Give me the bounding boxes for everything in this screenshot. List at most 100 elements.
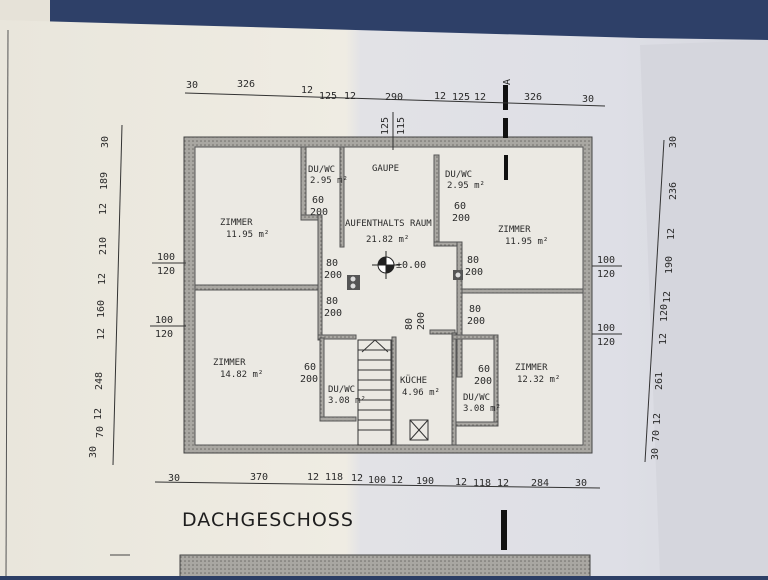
dim-label: 12 bbox=[434, 91, 446, 102]
dim-label: 12 bbox=[474, 92, 486, 103]
room-labels: ZIMMER 11.95 m² DU/WC 2.95 m² AUFENTHALT… bbox=[213, 164, 560, 414]
dim-label: 200 bbox=[467, 316, 485, 327]
dim-label: 160 bbox=[96, 300, 107, 318]
dim-label: 190 bbox=[664, 256, 675, 274]
section-line-a bbox=[501, 85, 508, 550]
room-name: DU/WC bbox=[463, 393, 490, 403]
staircase bbox=[357, 339, 392, 446]
room-area: 14.82 m² bbox=[220, 370, 263, 380]
room-name: ZIMMER bbox=[213, 358, 246, 368]
dim-label: 190 bbox=[416, 476, 434, 487]
lower-floor-plan-partial bbox=[110, 554, 591, 580]
dim-label: 290 bbox=[385, 92, 403, 103]
dim-label: 12 bbox=[497, 478, 509, 489]
dim-label: 200 bbox=[324, 308, 342, 319]
dim-label: 80 bbox=[467, 255, 479, 266]
dim-label: 200 bbox=[452, 213, 470, 224]
dim-label: 200 bbox=[474, 376, 492, 387]
dim-label: 370 bbox=[250, 472, 268, 483]
dim-label: 115 bbox=[396, 117, 407, 135]
room-name: AUFENTHALTS RAUM bbox=[345, 219, 432, 229]
level-label: ±0.00 bbox=[396, 260, 426, 271]
page-border-line bbox=[5, 29, 9, 577]
room-area: 3.08 m² bbox=[463, 404, 501, 414]
dim-label: 12 bbox=[351, 473, 363, 484]
room-area: 11.95 m² bbox=[226, 230, 269, 240]
dim-label: 326 bbox=[237, 79, 255, 90]
dim-label: 210 bbox=[98, 237, 109, 255]
dim-label: 12 bbox=[391, 475, 403, 486]
dim-label: 100 bbox=[157, 252, 175, 263]
dimension-chain-bottom: 30 370 12 118 12 100 12 190 12 118 12 28… bbox=[154, 472, 601, 489]
dim-label: 120 bbox=[157, 266, 175, 277]
dim-label: 200 bbox=[416, 312, 427, 330]
drawing-title: DACHGESCHOSS bbox=[182, 509, 354, 531]
dim-label: 125 bbox=[452, 92, 470, 103]
dim-label: 284 bbox=[531, 478, 549, 489]
dim-label: 261 bbox=[654, 372, 665, 390]
dim-label: 118 bbox=[325, 472, 343, 483]
dim-label: 30 bbox=[575, 478, 587, 489]
dim-label: 125 bbox=[319, 91, 337, 102]
dim-label: 12 bbox=[666, 228, 677, 240]
room-area: 2.95 m² bbox=[310, 176, 348, 186]
dim-label: 60 bbox=[304, 362, 316, 373]
dim-label: 12 bbox=[455, 477, 467, 488]
dim-label: 60 bbox=[312, 195, 324, 206]
room-name: KÜCHE bbox=[400, 375, 427, 386]
dim-label: 200 bbox=[465, 267, 483, 278]
room-name: DU/WC bbox=[445, 170, 472, 180]
room-area: 21.82 m² bbox=[366, 235, 409, 245]
dim-label: 30 bbox=[582, 94, 594, 105]
dim-label: 326 bbox=[524, 92, 542, 103]
dim-label: 30 bbox=[650, 448, 661, 460]
dim-label: 12 bbox=[344, 91, 356, 102]
room-area: 12.32 m² bbox=[517, 375, 560, 385]
paper-fold bbox=[640, 40, 768, 576]
dim-label: 12 bbox=[98, 203, 109, 215]
paper-corner bbox=[0, 0, 50, 22]
dim-label: 12 bbox=[301, 85, 313, 96]
dim-label: 30 bbox=[168, 473, 180, 484]
dim-label: 12 bbox=[96, 328, 107, 340]
dim-label: 120 bbox=[597, 337, 615, 348]
outer-walls bbox=[183, 136, 593, 454]
dim-label: 30 bbox=[668, 136, 679, 148]
level-marker-icon bbox=[372, 251, 400, 279]
room-name: DU/WC bbox=[308, 165, 335, 175]
dim-label: 100 bbox=[597, 255, 615, 266]
dim-label: 120 bbox=[597, 269, 615, 280]
dim-label: 60 bbox=[478, 364, 490, 375]
dim-label: 12 bbox=[93, 408, 104, 420]
dim-label: 30 bbox=[100, 136, 111, 148]
dim-label: 100 bbox=[368, 475, 386, 486]
dim-label: 30 bbox=[186, 80, 198, 91]
dim-label: 100 bbox=[597, 323, 615, 334]
room-name: ZIMMER bbox=[515, 363, 548, 373]
dim-label: 100 bbox=[155, 315, 173, 326]
dim-label: 80 bbox=[326, 258, 338, 269]
kitchen-stove-icon bbox=[409, 419, 429, 441]
dim-label: 200 bbox=[300, 374, 318, 385]
section-marker-label: A bbox=[502, 79, 513, 85]
dim-label: 80 bbox=[326, 296, 338, 307]
dim-label: 189 bbox=[99, 172, 110, 190]
dim-label: 118 bbox=[473, 478, 491, 489]
dimension-chain-top: 30 326 12 125 12 290 12 125 12 326 30 bbox=[184, 79, 606, 107]
dim-label: 12 bbox=[97, 273, 108, 285]
dormer-label: GAUPE bbox=[372, 164, 399, 174]
dormer-dimensions: 125 115 bbox=[380, 112, 407, 150]
dim-label: 236 bbox=[668, 182, 679, 200]
